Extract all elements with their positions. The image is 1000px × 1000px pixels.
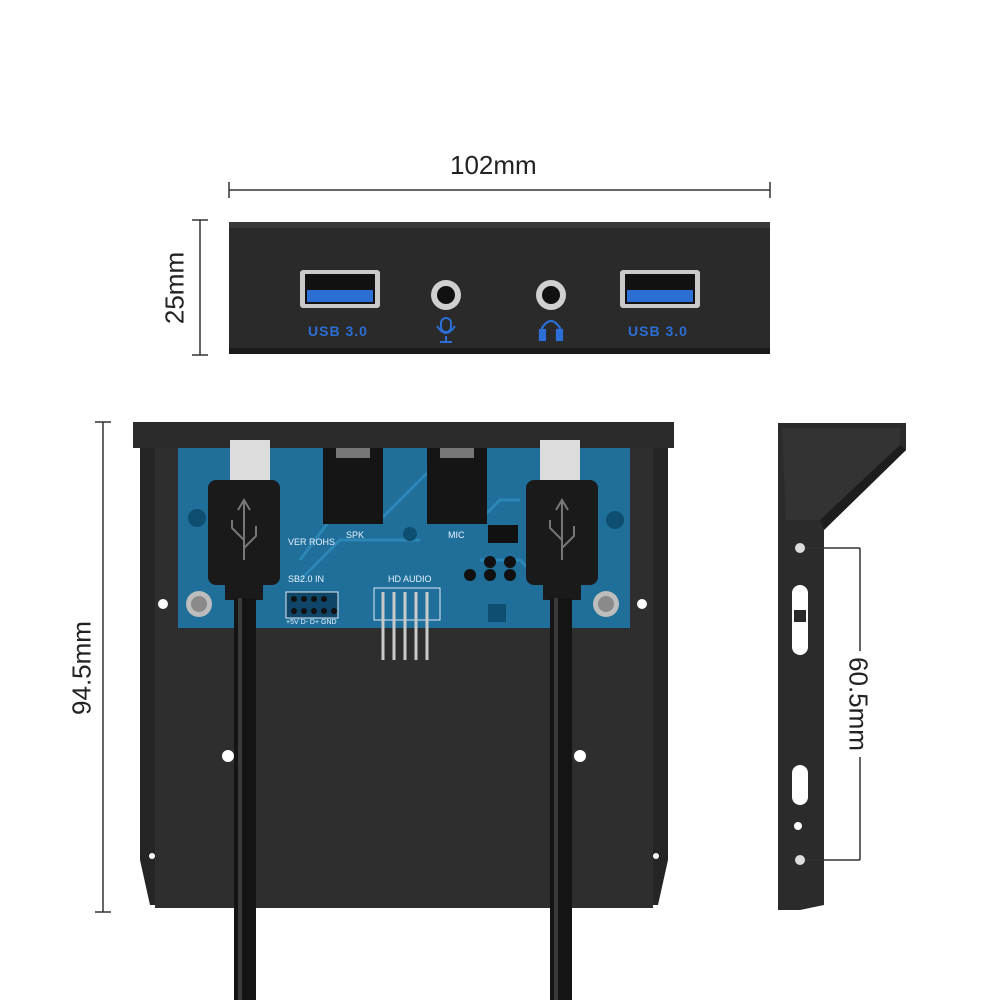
- usb-port-left-label: USB 3.0: [308, 323, 368, 339]
- pcb-label-spk: SPK: [346, 530, 365, 540]
- pcb-label-mic: MIC: [448, 530, 465, 540]
- spk-connector: [323, 448, 383, 524]
- mic-jack: [431, 280, 461, 310]
- pcb-label-ver-rohs: VER ROHS: [288, 537, 336, 547]
- screw-left: [186, 591, 212, 617]
- width-dimension-line: [228, 182, 771, 198]
- bracket-side-view: [778, 423, 906, 910]
- usb-port-right-label: USB 3.0: [628, 323, 688, 339]
- microphone-icon: [436, 317, 456, 343]
- headphone-icon: [538, 319, 564, 342]
- height-dimension-label: 25mm: [159, 251, 190, 325]
- usb-cable-right: [526, 440, 598, 1000]
- pcb-label-pins: +5V D- D+ GND: [286, 619, 337, 626]
- depth-dimension-label: 94.5mm: [66, 621, 97, 715]
- height-dimension-line: [192, 219, 208, 356]
- mic-connector: [427, 448, 487, 524]
- usb-port-left: [300, 270, 380, 308]
- headphone-jack: [536, 280, 566, 310]
- depth-dimension-line: [95, 421, 111, 913]
- front-panel: [229, 222, 770, 354]
- pcb-label-hd-audio: HD AUDIO: [388, 574, 432, 584]
- usb-port-right: [620, 270, 700, 308]
- width-dimension-label: 102mm: [450, 150, 537, 180]
- usb-symbol-icon: [231, 498, 575, 560]
- pcb-label-usb2-in: SB2.0 IN: [288, 574, 325, 584]
- hole-spacing-dimension-label: 60.5mm: [842, 651, 874, 757]
- screw-right: [593, 591, 619, 617]
